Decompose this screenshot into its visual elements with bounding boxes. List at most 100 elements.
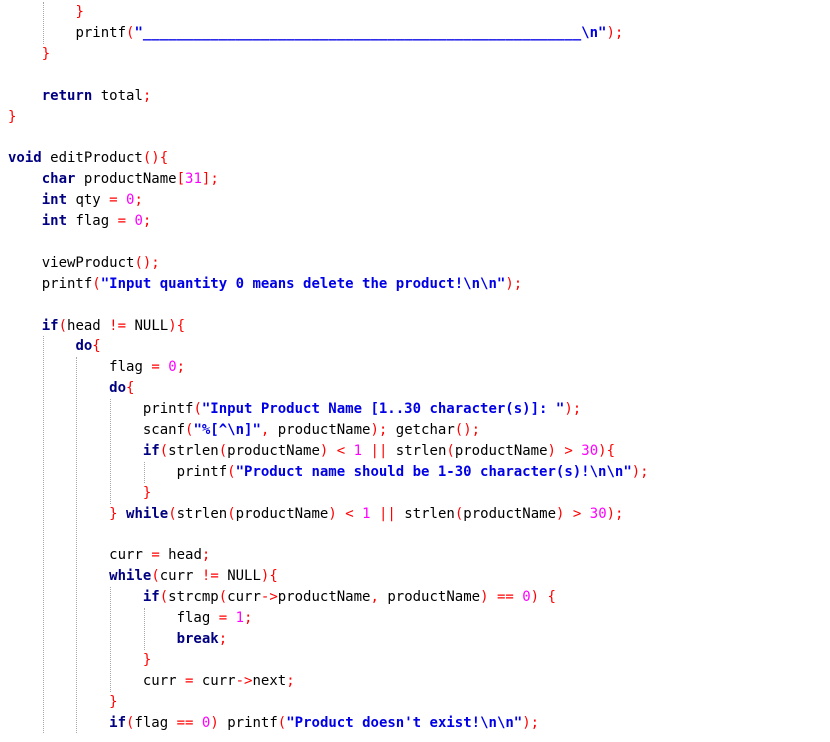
indent	[8, 694, 109, 710]
code-token: head	[67, 317, 110, 334]
indent	[8, 506, 109, 522]
code-token: )	[319, 442, 329, 459]
code-line: char productName[31];	[8, 169, 219, 189]
code-token: (	[151, 568, 160, 585]
indent	[8, 673, 143, 689]
code-token: )	[547, 442, 556, 459]
code-token	[354, 506, 362, 522]
code-token: );	[505, 275, 523, 292]
code-token: printf	[218, 714, 278, 731]
code-token: curr	[193, 672, 236, 689]
indent	[8, 338, 75, 354]
indent	[8, 715, 109, 731]
code-token: next	[252, 672, 287, 689]
code-token: }	[109, 505, 118, 522]
code-line: }	[8, 483, 151, 503]
indent-guide	[76, 357, 78, 734]
code-token: }	[41, 45, 51, 62]
code-token: char	[41, 171, 76, 188]
code-token: =	[218, 610, 228, 627]
code-token: ;	[201, 547, 211, 564]
code-token: <	[336, 442, 346, 459]
code-line: }	[8, 107, 16, 127]
code-token	[345, 443, 353, 459]
code-line: return total;	[8, 86, 152, 106]
code-token: ;	[176, 359, 186, 376]
code-token	[337, 506, 345, 522]
code-token	[489, 589, 497, 605]
code-token: }	[8, 108, 17, 125]
indent	[8, 610, 177, 626]
code-token: curr	[227, 589, 261, 606]
code-token: (	[159, 442, 169, 459]
code-token: ->	[235, 672, 253, 689]
code-line: flag = 0;	[8, 357, 185, 377]
code-token: 30	[581, 442, 599, 459]
code-token: if	[142, 589, 160, 606]
indent	[8, 318, 42, 334]
indent-guide	[143, 461, 145, 483]
code-token: {	[126, 380, 135, 397]
indent	[8, 4, 75, 20]
code-token: "_______________________________________…	[134, 24, 607, 41]
code-token	[160, 359, 168, 375]
indent	[8, 359, 109, 375]
code-line: do{	[8, 378, 134, 398]
indent	[8, 192, 42, 208]
code-token: strlen	[176, 505, 228, 522]
code-token: curr	[159, 568, 202, 585]
code-token: strlen	[387, 442, 447, 459]
code-token: 0	[126, 192, 135, 209]
code-token: ;	[286, 672, 295, 689]
code-token: while	[126, 505, 169, 522]
code-token: (	[92, 275, 101, 292]
code-token: )	[530, 589, 540, 606]
code-line: curr = head;	[8, 545, 210, 565]
code-line: viewProduct();	[8, 253, 160, 273]
code-token	[328, 443, 336, 459]
indent	[8, 171, 42, 187]
code-token: productName	[75, 171, 177, 188]
indent-guide	[143, 608, 145, 650]
code-token: "Product name should be 1-30 character(s…	[235, 463, 632, 480]
code-line: }	[8, 44, 50, 64]
code-token: );	[606, 505, 624, 522]
code-token	[118, 192, 126, 208]
code-token: strlen	[168, 442, 219, 459]
indent	[8, 652, 143, 668]
code-line: printf("Product name should be 1-30 char…	[8, 462, 649, 482]
code-token: ;	[134, 192, 143, 209]
code-token: if	[109, 714, 127, 731]
code-token: ||	[370, 442, 388, 459]
code-token: =	[117, 213, 127, 229]
code-token: ==	[496, 589, 514, 606]
code-token: (	[218, 589, 228, 606]
code-line: }	[8, 650, 151, 670]
code-token: total	[92, 87, 143, 104]
code-token: head	[159, 547, 202, 564]
code-token: ){	[168, 317, 186, 334]
code-token: flag	[134, 714, 177, 731]
code-token: (	[168, 505, 177, 522]
indent	[8, 464, 177, 480]
code-line: if(head != NULL){	[8, 316, 185, 336]
code-token: 0	[522, 589, 531, 606]
code-token: productName	[235, 505, 329, 522]
code-token: break	[176, 631, 219, 647]
code-token: 1	[353, 442, 363, 459]
indent-guide	[110, 587, 112, 692]
code-token: =	[151, 359, 160, 376]
code-token: qty	[67, 192, 110, 209]
code-token	[514, 589, 522, 605]
indent-guide	[110, 399, 112, 504]
indent	[8, 422, 143, 438]
code-token: ();	[454, 422, 481, 438]
code-token: curr	[142, 672, 186, 689]
code-token: NULL	[218, 568, 261, 585]
code-token: 1	[362, 505, 371, 522]
code-token: productName	[463, 505, 557, 522]
indent	[8, 568, 109, 584]
code-token: =	[151, 547, 160, 564]
indent	[8, 213, 42, 229]
